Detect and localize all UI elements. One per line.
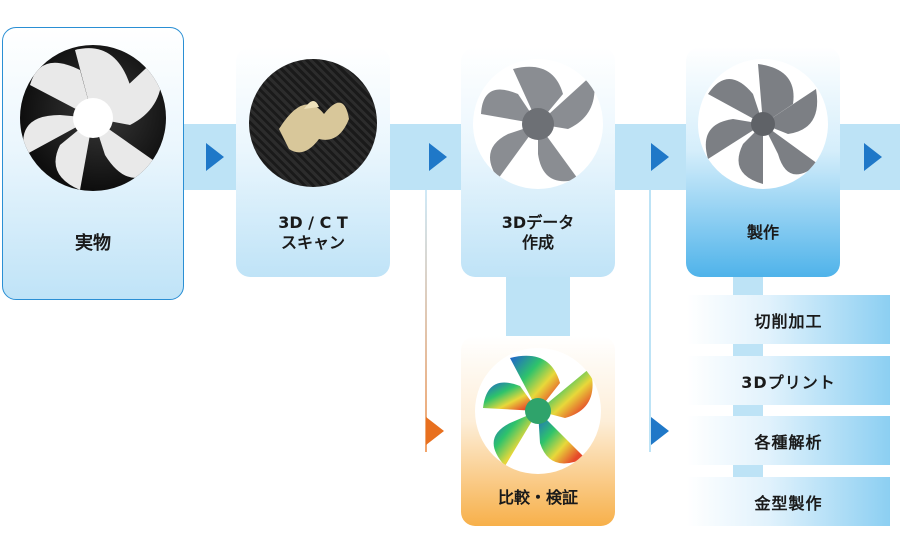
scan-icon <box>279 100 349 153</box>
step-manufacture: 製作 <box>686 47 840 277</box>
deviation-map-icon <box>483 355 593 466</box>
orange-guide-line <box>425 190 427 452</box>
step-real-object-label: 実物 <box>75 233 111 254</box>
scan-point-cloud <box>249 59 377 187</box>
arrow-icon <box>651 143 669 171</box>
fan-icon <box>705 64 818 184</box>
compare-connector <box>506 270 570 345</box>
compare-arrow-icon <box>426 417 444 445</box>
step-scan: 3D / C T スキャン <box>236 47 390 277</box>
step-3d-data-label: 3Dデータ 作成 <box>461 213 615 253</box>
step-manufacture-label: 製作 <box>746 223 779 242</box>
step-3d-data-label-line1: 3Dデータ <box>501 213 575 232</box>
outputs-arrow-icon <box>651 417 669 445</box>
step-compare: 比較・検証 <box>461 336 615 526</box>
output-item-analysis: 各種解析 <box>687 416 890 465</box>
step-scan-label: 3D / C T スキャン <box>236 213 390 253</box>
fan-made-part <box>698 59 828 189</box>
output-item-machining: 切削加工 <box>687 295 890 344</box>
fan-cad-model <box>473 59 603 189</box>
step-3d-data: 3Dデータ 作成 <box>461 47 615 277</box>
step-3d-data-label-line2: 作成 <box>521 233 554 252</box>
deviation-color-map <box>475 348 601 474</box>
step-real-object: 実物 <box>2 27 184 300</box>
step-scan-label-line1: 3D / C T <box>278 213 348 232</box>
arrow-icon <box>206 143 224 171</box>
step-compare-label: 比較・検証 <box>497 488 578 507</box>
fan-white-photo <box>20 45 166 191</box>
arrow-icon <box>864 143 882 171</box>
output-item-mold: 金型製作 <box>687 477 890 526</box>
fan-icon <box>23 48 162 190</box>
fan-icon <box>481 66 595 182</box>
arrow-icon <box>429 143 447 171</box>
blue-guide-line <box>649 190 651 452</box>
step-scan-label-line2: スキャン <box>280 233 345 252</box>
output-item-3d-print: 3Dプリント <box>687 356 890 405</box>
